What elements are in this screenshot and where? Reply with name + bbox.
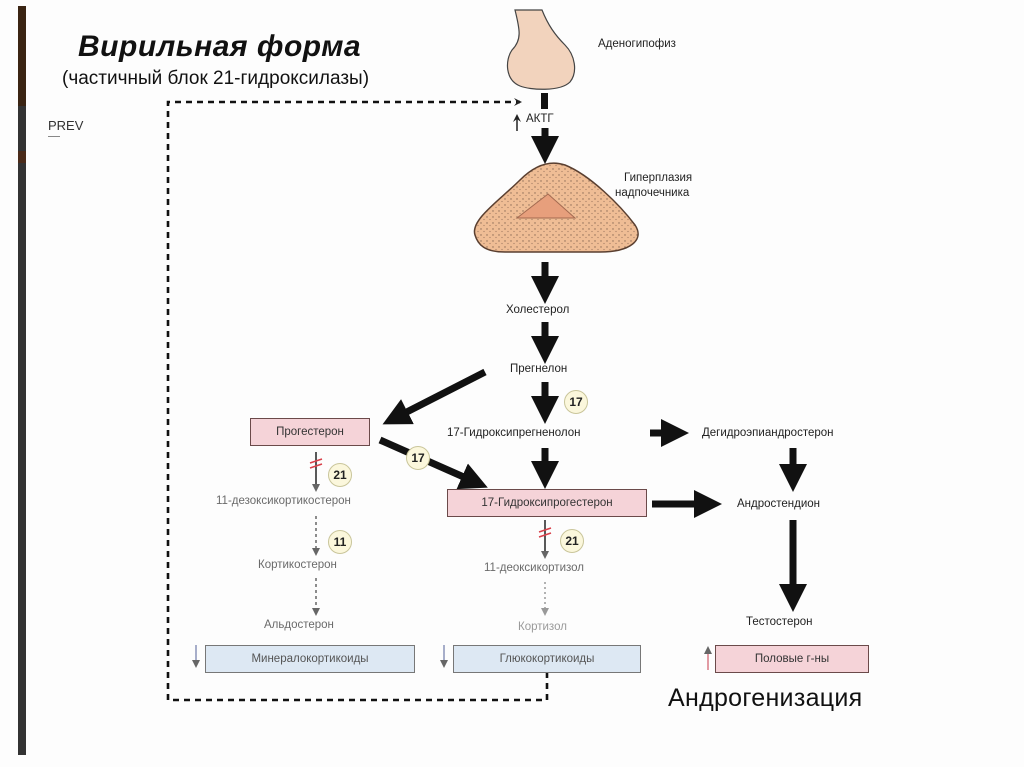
- block-mark-21-left: [309, 458, 323, 469]
- sex-hormones-box: Половые г-ны: [715, 645, 869, 673]
- prev-link[interactable]: PREV: [48, 118, 84, 137]
- enzyme-17-badge: 17: [564, 390, 588, 414]
- deoxycortisol-label: 11-деоксикортизол: [484, 562, 584, 574]
- testosterone-label: Тестостерон: [746, 616, 813, 628]
- slide-subtitle: (частичный блок 21-гидроксилазы): [62, 68, 370, 89]
- corticosterone-label: Кортикостерон: [258, 559, 337, 571]
- progesterone-box: Прогестерон: [250, 418, 370, 446]
- border-segment: [18, 151, 26, 163]
- enzyme-11-badge: 11: [328, 530, 352, 554]
- enzyme-17-badge: 17: [406, 446, 430, 470]
- slide-title: Вирильная форма: [78, 30, 362, 63]
- cholesterol-label: Холестерол: [506, 304, 570, 316]
- dhea-label: Дегидроэпиандростерон: [702, 427, 834, 439]
- arrow-pregnenolone-to-progesterone: [382, 368, 487, 425]
- deoxycorticosterone-label: 11-дезоксикортикостерон: [216, 495, 351, 507]
- androstenedione-label: Андростендион: [737, 498, 821, 510]
- pregnenolone-label: Прегнелон: [510, 363, 568, 375]
- adrenal-hyperplasia-label-line1: Гиперплазия: [624, 172, 693, 184]
- enzyme-21-badge: 21: [328, 463, 352, 487]
- 17oh-progesterone-box: 17-Гидроксипрогестерон: [447, 489, 647, 517]
- enzyme-21-badge: 21: [560, 529, 584, 553]
- acth-label: АКТГ: [526, 113, 554, 125]
- feedback-dashed-loop: [166, 98, 549, 702]
- adenohypophysis-label: Аденогипофиз: [598, 38, 676, 50]
- glucocorticoids-box: Глюкокортикоиды: [453, 645, 641, 673]
- block-mark-21-middle: [538, 527, 552, 538]
- slide-left-border: [18, 6, 26, 755]
- acth-connector: [541, 93, 548, 109]
- adenohypophysis-gland-shape: [506, 9, 576, 90]
- adrenal-medulla-shape: [515, 193, 577, 219]
- mineralocorticoids-box: Минералокортикоиды: [205, 645, 415, 673]
- 17oh-pregnenolone-label: 17-Гидроксипрегненолон: [447, 427, 581, 439]
- androgenization-label: Андрогенизация: [668, 684, 863, 712]
- aldosterone-label: Альдостерон: [264, 619, 334, 631]
- border-segment: [18, 6, 26, 106]
- cortisol-label: Кортизол: [518, 621, 567, 633]
- adrenal-hyperplasia-label-line2: надпочечника: [615, 187, 690, 199]
